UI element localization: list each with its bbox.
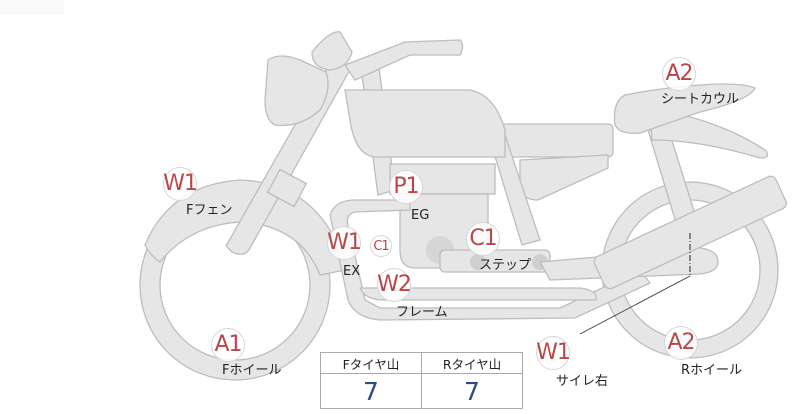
header-front-tire-tread: Fタイヤ山 — [320, 352, 422, 374]
frame-shape — [359, 287, 597, 301]
value-front-tire-tread: 7 — [320, 373, 422, 409]
label-engine: EG — [411, 208, 430, 223]
tire-tread-table: Fタイヤ山 Rタイヤ山 7 7 — [320, 352, 523, 409]
marker-muffler-right[interactable]: W1 — [536, 336, 571, 370]
marker-front-fender[interactable]: W1 — [163, 167, 198, 201]
marker-front-wheel[interactable]: A1 — [211, 328, 245, 362]
label-muffler-right: サイレ右 — [556, 374, 609, 389]
front-wheel-shape — [139, 189, 331, 381]
marker-exhaust-sub[interactable]: C1 — [370, 235, 392, 257]
label-exhaust: EX — [343, 264, 361, 279]
top-left-strip — [0, 0, 64, 15]
label-frame: フレーム — [396, 305, 448, 320]
marker-engine[interactable]: P1 — [389, 170, 423, 204]
exhaust-pipe-shape — [329, 199, 652, 321]
marker-rear-wheel[interactable]: A2 — [664, 326, 698, 360]
value-rear-tire-tread: 7 — [421, 373, 523, 409]
marker-frame[interactable]: W2 — [377, 268, 412, 302]
marker-exhaust[interactable]: W1 — [327, 226, 362, 260]
label-front-wheel: Fホイール — [222, 363, 282, 378]
label-seat-cowl: シートカウル — [661, 92, 740, 107]
marker-step[interactable]: C1 — [466, 222, 500, 256]
header-rear-tire-tread: Rタイヤ山 — [421, 352, 523, 374]
label-rear-wheel: Rホイール — [681, 363, 743, 378]
fuel-tank-shape — [344, 89, 506, 158]
marker-seat-cowl[interactable]: A2 — [662, 57, 696, 91]
label-front-fender: Fフェン — [186, 203, 233, 218]
muffler-shape — [593, 175, 787, 290]
label-step: ステップ — [479, 258, 532, 273]
